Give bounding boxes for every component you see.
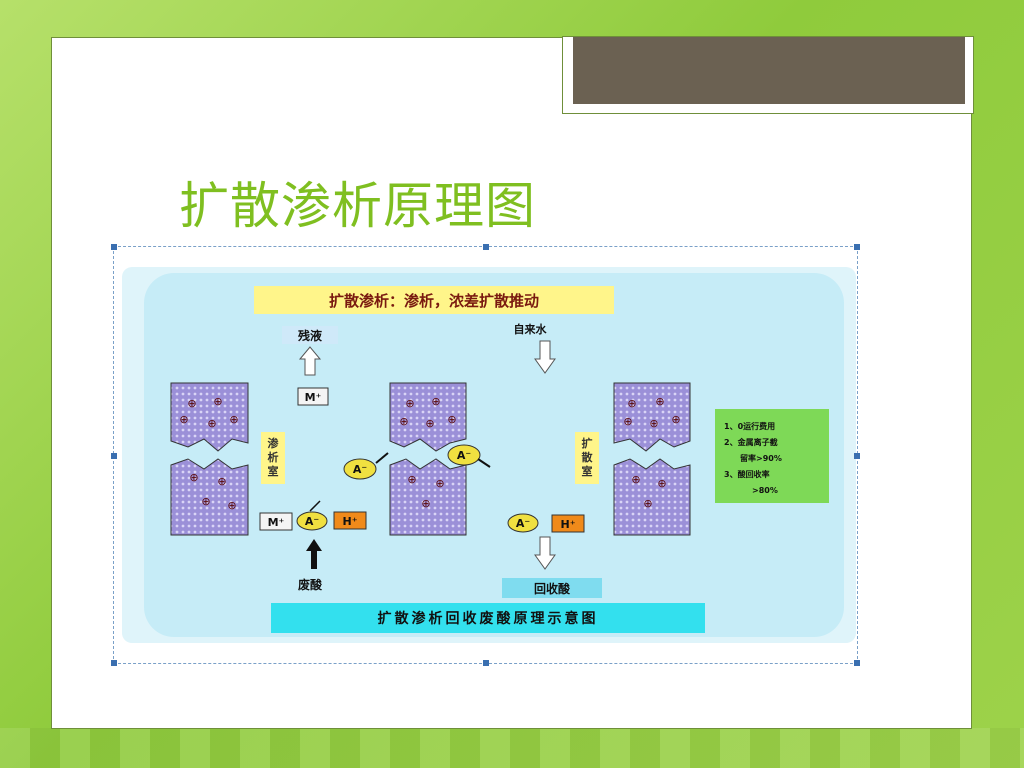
svg-text:2、金属离子截: 2、金属离子截 [724, 437, 778, 447]
svg-text:A⁻: A⁻ [516, 517, 531, 530]
ion-m-top [297, 387, 329, 406]
header-text: 扩散渗析：渗析，浓差扩散推动 [329, 292, 539, 310]
dialysis-room-label-left: 渗析室 [268, 436, 280, 478]
svg-text:⊕: ⊕ [201, 495, 210, 508]
residual-label-box [282, 326, 338, 344]
resize-handle-top-left[interactable] [111, 244, 117, 250]
caption-text: 扩散渗析回收废酸原理示意图 [378, 610, 599, 627]
ion-a-bottom-right: A⁻ [507, 513, 539, 533]
svg-text:⊕: ⊕ [217, 475, 226, 488]
svg-text:3、酸回收率: 3、酸回收率 [724, 469, 770, 479]
svg-text:⊕: ⊕ [425, 417, 434, 430]
arrow-up-solid [306, 539, 322, 569]
ion-a-mid-right: A⁻ [447, 444, 491, 468]
svg-text:>80%: >80% [752, 486, 778, 495]
resize-handle-bottom-left[interactable] [111, 660, 117, 666]
tap-water-label: 自来水 [514, 322, 548, 336]
caption-box [271, 603, 705, 633]
svg-text:留率>90%: 留率>90% [740, 453, 782, 463]
notes-text: 1、0运行费用 2、金属离子截 留率>90% 3、酸回收率 >80% [724, 421, 782, 495]
svg-text:⊕: ⊕ [671, 413, 680, 426]
svg-text:A⁻: A⁻ [457, 449, 472, 462]
svg-text:⊕: ⊕ [229, 413, 238, 426]
membrane-middle [389, 382, 467, 536]
diagram-inner-panel [144, 273, 844, 637]
svg-text:A⁻: A⁻ [353, 463, 368, 476]
ion-h-bottom-right [551, 514, 585, 533]
svg-text:M⁺: M⁺ [305, 391, 322, 404]
svg-text:⊕: ⊕ [407, 473, 416, 486]
svg-text:M⁺: M⁺ [268, 516, 285, 529]
svg-text:A⁻: A⁻ [305, 515, 320, 528]
dialysis-room-box-right [575, 432, 599, 484]
ion-a-mid-left: A⁻ [343, 452, 389, 480]
resize-handle-middle-left[interactable] [111, 453, 117, 459]
svg-text:⊕: ⊕ [189, 471, 198, 484]
svg-text:⊕: ⊕ [627, 397, 636, 410]
svg-text:⊕: ⊕ [435, 477, 444, 490]
title-tab-decoration [562, 36, 974, 114]
residual-label: 残液 [298, 328, 322, 343]
svg-text:⊕: ⊕ [179, 413, 188, 426]
background-stripes [0, 728, 1024, 768]
resize-handle-middle-right[interactable] [854, 453, 860, 459]
membrane-right [613, 382, 691, 536]
svg-text:⊕: ⊕ [213, 395, 222, 408]
resize-handle-top-middle[interactable] [483, 244, 489, 250]
slide-title: 扩散渗析原理图 [179, 177, 536, 235]
svg-text:⊕: ⊕ [649, 417, 658, 430]
resize-handle-bottom-right[interactable] [854, 660, 860, 666]
arrow-up-hollow [298, 346, 322, 376]
svg-text:H⁺: H⁺ [560, 518, 575, 531]
ion-h-bottom-left [333, 511, 367, 530]
svg-text:⊕: ⊕ [623, 415, 632, 428]
notes-box [715, 409, 829, 503]
svg-text:H⁺: H⁺ [342, 515, 357, 528]
svg-text:⊕: ⊕ [399, 415, 408, 428]
membrane-charges: ⊕ ⊕ ⊕ ⊕ ⊕ ⊕ ⊕ ⊕ ⊕ ⊕ ⊕ ⊕ ⊕ ⊕ ⊕ ⊕ ⊕ ⊕ ⊕ ⊕ … [179, 395, 680, 512]
svg-text:⊕: ⊕ [227, 499, 236, 512]
svg-text:⊕: ⊕ [207, 417, 216, 430]
svg-text:⊕: ⊕ [655, 395, 664, 408]
svg-text:⊕: ⊕ [187, 397, 196, 410]
ion-a-bottom-left: A⁻ [296, 500, 328, 531]
dialysis-room-label-right: 扩散室 [582, 436, 594, 478]
svg-text:⊕: ⊕ [657, 477, 666, 490]
svg-text:⊕: ⊕ [643, 497, 652, 510]
recovered-acid-label: 回收酸 [534, 581, 571, 596]
resize-handle-bottom-middle[interactable] [483, 660, 489, 666]
recovered-acid-box [502, 578, 602, 598]
header-box [254, 286, 614, 314]
svg-text:⊕: ⊕ [431, 395, 440, 408]
membrane-left [170, 382, 249, 536]
svg-text:⊕: ⊕ [405, 397, 414, 410]
svg-text:⊕: ⊕ [631, 473, 640, 486]
resize-handle-top-right[interactable] [854, 244, 860, 250]
svg-text:⊕: ⊕ [447, 413, 456, 426]
diffusion-dialysis-diagram: 扩散渗析：渗析，浓差扩散推动 残液 自来水 ⊕ ⊕ ⊕ ⊕ ⊕ [122, 267, 856, 643]
arrow-down-hollow-top [534, 340, 556, 374]
svg-text:⊕: ⊕ [421, 497, 430, 510]
dialysis-room-box-left [261, 432, 285, 484]
ion-m-bottom [259, 512, 293, 531]
arrow-down-hollow-bottom [534, 536, 556, 570]
diagram-frame[interactable]: 扩散渗析：渗析，浓差扩散推动 残液 自来水 ⊕ ⊕ ⊕ ⊕ ⊕ [111, 244, 860, 666]
svg-text:1、0运行费用: 1、0运行费用 [724, 421, 775, 431]
waste-acid-label: 废酸 [298, 577, 323, 592]
